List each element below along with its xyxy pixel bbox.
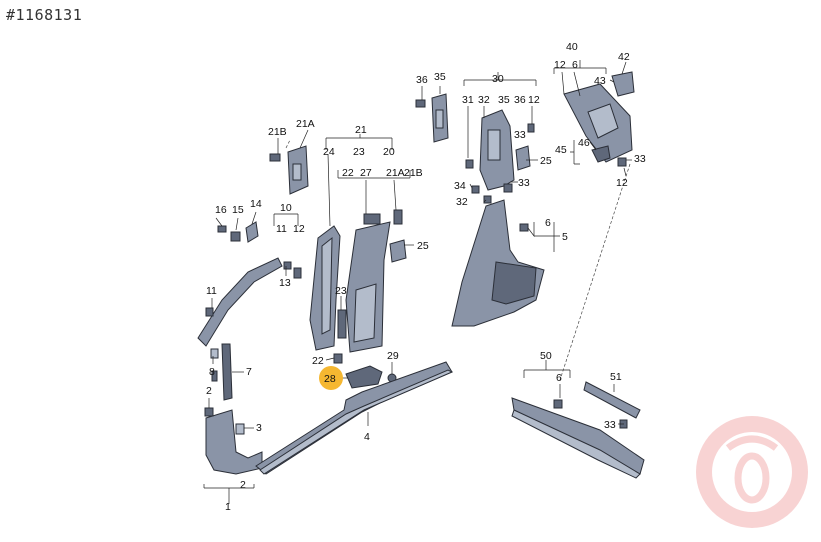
part-number-labels: 1 2 2 3 4 5 6 6 6 7 8 10 11 11 12 12 12 … (206, 41, 646, 513)
a-pillar-lower-trim[interactable] (204, 370, 263, 475)
trim-piece-21a[interactable] (269, 145, 309, 195)
label-50[interactable]: 50 (540, 350, 552, 362)
label-22b[interactable]: 22 (312, 355, 324, 367)
label-27[interactable]: 27 (360, 167, 372, 179)
sill-trim[interactable] (255, 361, 454, 475)
label-33a[interactable]: 33 (514, 129, 526, 141)
trim-piece-35[interactable] (415, 93, 449, 143)
label-6b[interactable]: 6 (556, 372, 562, 384)
label-33b[interactable]: 33 (518, 177, 530, 189)
label-12b[interactable]: 12 (528, 94, 540, 106)
label-46[interactable]: 46 (578, 137, 590, 149)
highlight-marker (319, 366, 343, 390)
label-36a[interactable]: 36 (416, 74, 428, 86)
label-11a[interactable]: 11 (206, 285, 217, 297)
label-31[interactable]: 31 (462, 94, 474, 106)
label-28[interactable]: 28 (324, 373, 336, 385)
label-33c[interactable]: 33 (634, 153, 646, 165)
label-23a[interactable]: 23 (353, 146, 365, 158)
label-20[interactable]: 20 (383, 146, 395, 158)
c-pillar-trim[interactable] (465, 109, 535, 204)
a-pillar-strip[interactable] (210, 343, 233, 401)
upper-rear-panel[interactable] (563, 71, 635, 167)
leader-lines (203, 60, 632, 504)
a-pillar-upper-trim[interactable] (197, 257, 283, 347)
label-21[interactable]: 21 (355, 124, 367, 136)
label-12c[interactable]: 12 (554, 59, 566, 71)
label-1[interactable]: 1 (225, 501, 231, 513)
label-25b[interactable]: 25 (540, 155, 552, 167)
label-10[interactable]: 10 (280, 202, 292, 214)
label-51[interactable]: 51 (610, 371, 622, 383)
label-16[interactable]: 16 (215, 204, 227, 216)
label-45[interactable]: 45 (555, 144, 567, 156)
label-30[interactable]: 30 (492, 73, 504, 85)
label-21a[interactable]: 21A (296, 118, 315, 130)
b-pillar-upper-trim[interactable] (309, 225, 341, 351)
label-21a-2[interactable]: 21A (386, 167, 405, 179)
label-3[interactable]: 3 (256, 422, 262, 434)
label-11b[interactable]: 11 (276, 223, 287, 235)
label-2a[interactable]: 2 (240, 479, 246, 491)
label-40[interactable]: 40 (566, 41, 578, 53)
label-2b[interactable]: 2 (206, 385, 212, 397)
label-35a[interactable]: 35 (434, 71, 446, 83)
image-id-label: #1168131 (6, 6, 83, 24)
label-42[interactable]: 42 (618, 51, 630, 63)
b-pillar-lower-trim[interactable] (337, 209, 403, 353)
label-43[interactable]: 43 (594, 75, 606, 87)
label-33d[interactable]: 33 (604, 419, 616, 431)
label-24[interactable]: 24 (323, 146, 335, 158)
label-21b-2[interactable]: 21B (404, 167, 423, 179)
label-6a[interactable]: 6 (545, 217, 551, 229)
label-13[interactable]: 13 (279, 277, 291, 289)
clip-25[interactable] (389, 145, 531, 263)
label-15[interactable]: 15 (232, 204, 244, 216)
label-32b[interactable]: 32 (456, 196, 468, 208)
rear-sill-trim[interactable] (511, 381, 645, 479)
label-35b[interactable]: 35 (498, 94, 510, 106)
label-6c[interactable]: 6 (572, 59, 578, 71)
label-22a[interactable]: 22 (342, 167, 354, 179)
label-14[interactable]: 14 (250, 198, 262, 210)
label-5[interactable]: 5 (562, 231, 568, 243)
label-4[interactable]: 4 (364, 431, 370, 443)
small-parts-22-28-29[interactable] (333, 353, 397, 389)
label-12a[interactable]: 12 (293, 223, 305, 235)
rear-side-panel[interactable] (451, 199, 545, 327)
label-23b[interactable]: 23 (335, 285, 347, 297)
label-36b[interactable]: 36 (514, 94, 526, 106)
label-29[interactable]: 29 (387, 350, 399, 362)
label-21b[interactable]: 21B (268, 126, 287, 138)
label-34[interactable]: 34 (454, 180, 466, 192)
label-25a[interactable]: 25 (417, 240, 429, 252)
watermark-logo (696, 416, 808, 528)
label-32a[interactable]: 32 (478, 94, 490, 106)
label-12d[interactable]: 12 (616, 177, 628, 189)
label-8[interactable]: 8 (209, 366, 215, 378)
label-7[interactable]: 7 (246, 366, 252, 378)
